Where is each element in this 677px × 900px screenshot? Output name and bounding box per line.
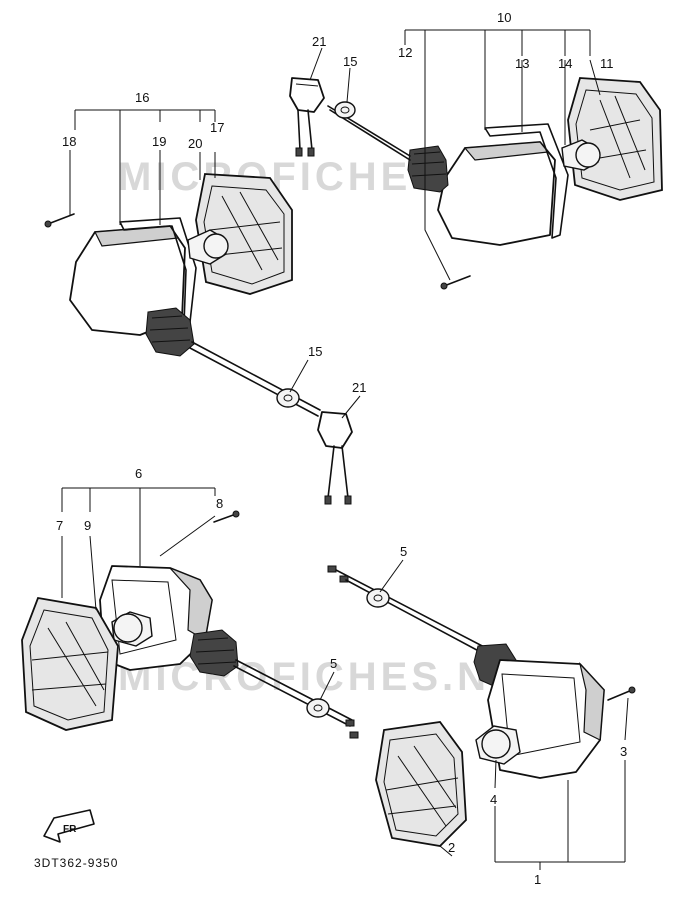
socket-top-left (145, 307, 195, 357)
wire-bottom-left (235, 659, 353, 721)
housing-top-right-side (463, 141, 550, 161)
callout-labels-bottom-right: 5 3 4 2 1 (400, 544, 627, 887)
callout-8: 8 (216, 496, 223, 511)
turn-signal-assembly-top-left (44, 173, 353, 505)
grommet-15-left (276, 388, 300, 408)
screw-3 (607, 689, 633, 701)
callout-21-top: 21 (312, 34, 326, 49)
callout-10: 10 (497, 10, 511, 25)
callout-lines-bottom-right (379, 559, 629, 870)
callout-18: 18 (62, 134, 76, 149)
callout-9: 9 (84, 518, 91, 533)
callout-lines-top-right (309, 29, 601, 281)
callout-16: 16 (135, 90, 149, 105)
screw-18 (47, 213, 75, 225)
grommet-15-top (334, 101, 356, 119)
callout-14: 14 (558, 56, 572, 71)
connector-21-top (289, 77, 325, 113)
callout-6: 6 (135, 466, 142, 481)
callout-3: 3 (620, 744, 627, 759)
connector-21-left (317, 411, 353, 449)
callout-13: 13 (515, 56, 529, 71)
callout-11: 11 (600, 56, 614, 71)
connector-21-left-leads (327, 445, 349, 499)
gasket-13 (484, 123, 569, 239)
callout-15-left: 15 (308, 344, 322, 359)
wire-bottom-right (335, 569, 491, 657)
turn-signal-assembly-bottom-right (327, 565, 636, 847)
grommet-5-right (366, 588, 390, 608)
turn-signal-assembly-top-right (289, 77, 663, 290)
callout-21-left: 21 (352, 380, 366, 395)
callout-4: 4 (490, 792, 497, 807)
callout-labels-top-right: 10 21 15 12 13 14 11 (312, 10, 614, 71)
callout-15-top: 15 (343, 54, 357, 69)
callout-19: 19 (152, 134, 166, 149)
callout-1: 1 (534, 872, 541, 887)
callout-lines-top-left (69, 109, 361, 419)
front-arrow-badge: FR (43, 809, 95, 843)
callout-20: 20 (188, 136, 202, 151)
turn-signal-assembly-bottom-left (21, 510, 359, 739)
callout-12: 12 (398, 45, 412, 60)
grommet-5-left (306, 698, 330, 718)
callout-17: 17 (210, 120, 224, 135)
wire-top-left (191, 341, 321, 411)
socket-top-right (407, 145, 449, 193)
callout-7: 7 (56, 518, 63, 533)
callout-2: 2 (448, 840, 455, 855)
connector-21-top-leads (297, 109, 313, 151)
screw-8 (213, 513, 237, 523)
callout-labels-bottom-left: 6 8 7 9 5 (56, 466, 337, 671)
callout-5-bottom-left: 5 (330, 656, 337, 671)
diagram-code: 3DT362-9350 (34, 856, 119, 870)
front-arrow-icon (43, 809, 95, 843)
callout-lines-bottom-left (61, 487, 335, 701)
lens-17 (195, 173, 293, 295)
front-arrow-label: FR (63, 824, 77, 835)
callout-labels-top-left: 16 18 19 20 17 15 21 (62, 90, 366, 395)
callout-5-bottom-right: 5 (400, 544, 407, 559)
screw-12 (443, 275, 471, 287)
socket-bottom-left (189, 629, 239, 677)
